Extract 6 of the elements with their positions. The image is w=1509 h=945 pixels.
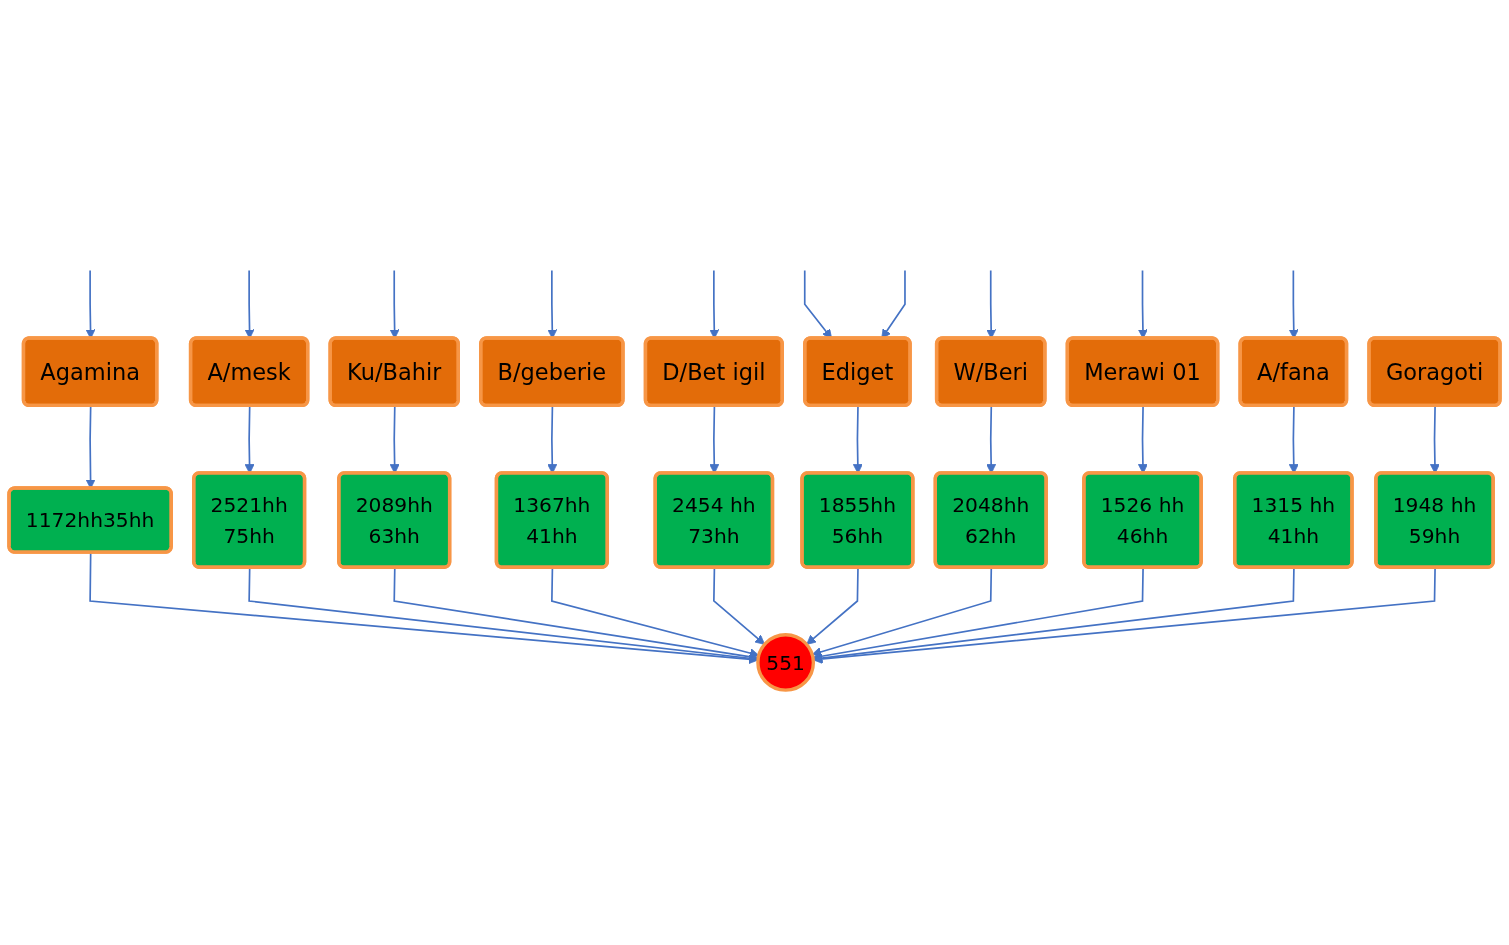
arrow bbox=[806, 567, 859, 645]
arrow bbox=[811, 567, 993, 657]
arrow bbox=[713, 567, 765, 645]
node-circle: 551 bbox=[756, 633, 816, 692]
arrow bbox=[812, 567, 1436, 664]
arrow bbox=[248, 567, 759, 664]
